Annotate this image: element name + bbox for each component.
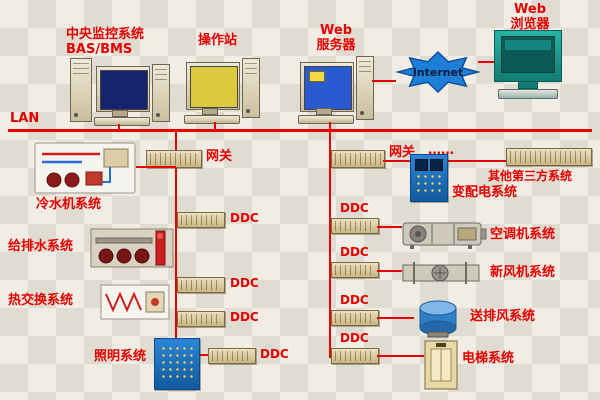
ddc-label: DDC <box>260 347 289 361</box>
fresh-air-system-label: 新风机系统 <box>490 265 556 280</box>
operator-monitor-icon <box>186 62 240 110</box>
fresh-air-graphic <box>402 262 480 284</box>
ddc-label: DDC <box>230 310 259 324</box>
drop-operator-to-lan <box>214 122 216 130</box>
browser-screen-highlight <box>505 40 551 50</box>
central-tower2-icon <box>152 64 170 122</box>
operator-station-label: 操作站 <box>198 33 238 48</box>
water-system-label: 给排水系统 <box>8 239 74 254</box>
ddc-label: DDC <box>230 211 259 225</box>
central-system-label: 中央监控系统 BAS/BMS <box>66 27 145 58</box>
heat-exchange-graphic <box>100 284 170 320</box>
drop-webserver-to-lan <box>329 122 331 130</box>
ddc-box <box>331 262 379 278</box>
ahu-graphic <box>402 222 487 249</box>
stub-gateway-to-power <box>383 160 410 162</box>
stub-ddc-to-exhaust <box>377 317 414 319</box>
ddc-box <box>177 212 225 228</box>
central-tower-icon <box>70 58 92 122</box>
ddc-box <box>177 277 225 293</box>
elevator-graphic <box>424 340 458 390</box>
third-party-interface-box <box>506 148 592 166</box>
third-party-label: 其他第三方系统 <box>488 169 573 183</box>
lighting-system-label: 照明系统 <box>94 349 147 364</box>
heat-exchange-label: 热交换系统 <box>8 293 74 308</box>
connector-webserver-internet <box>372 80 396 82</box>
web-server-tower-icon <box>356 56 374 120</box>
power-system-label: 变配电系统 <box>452 185 518 200</box>
browser-monitor-icon <box>494 30 562 82</box>
web-server-monitor-icon <box>300 62 354 112</box>
web-server-label: Web 服务器 <box>308 23 364 54</box>
web-server-screen-window <box>309 71 325 82</box>
central-system-label-line1: 中央监控系统 <box>66 27 145 42</box>
connector-internet-browser <box>478 61 496 63</box>
ddc-box <box>331 310 379 326</box>
ddc-box <box>208 348 256 364</box>
web-browser-label-line1: Web <box>514 2 546 17</box>
web-server-keyboard-icon <box>298 115 354 124</box>
gateway-left-box <box>146 150 202 168</box>
operator-keyboard-icon <box>184 115 240 124</box>
ddc-box <box>177 311 225 327</box>
power-cabinet-screen <box>415 159 428 171</box>
lan-bus-line <box>8 129 592 132</box>
central-monitor-icon <box>96 66 150 112</box>
power-cabinet-graphic <box>410 154 448 202</box>
lan-label: LAN <box>10 111 40 126</box>
web-server-monitor-stand <box>316 108 332 115</box>
ddc-label: DDC <box>340 201 369 215</box>
gateway-right-box <box>331 150 385 168</box>
water-system-graphic <box>90 228 174 268</box>
stub-ddc-to-ahu <box>377 226 402 228</box>
stub-chiller-to-bus <box>136 166 176 168</box>
ddc-box <box>331 348 379 364</box>
central-system-label-line2: BAS/BMS <box>66 41 133 57</box>
internet-label: Internet <box>413 66 464 79</box>
operator-monitor-stand <box>202 108 218 115</box>
exhaust-fan-graphic <box>419 300 457 338</box>
browser-screen <box>501 36 555 73</box>
lighting-cabinet-graphic <box>154 338 200 390</box>
ddc-label: DDC <box>340 293 369 307</box>
power-cabinet-screen <box>430 159 443 171</box>
browser-keyboard-icon <box>498 89 558 99</box>
ahu-system-label: 空调机系统 <box>490 227 556 242</box>
operator-tower-icon <box>242 58 260 118</box>
drop-central-to-lan <box>118 124 120 130</box>
chiller-system-label: 冷水机系统 <box>36 197 102 212</box>
gateway-right-label: 网关 <box>389 145 416 160</box>
exhaust-system-label: 送排风系统 <box>470 309 536 324</box>
ddc-label: DDC <box>230 276 259 290</box>
stub-lighting-to-ddc <box>198 354 208 356</box>
gateway-left-label: 网关 <box>206 149 233 164</box>
stub-power-to-thirdparty <box>446 160 508 162</box>
chiller-graphic <box>34 142 136 194</box>
central-monitor-stand <box>112 110 128 117</box>
stub-ddc-to-elevator <box>377 355 424 357</box>
internet-cloud-icon: Internet <box>395 50 481 94</box>
central-keyboard-icon <box>94 117 150 126</box>
ddc-label: DDC <box>340 245 369 259</box>
left-field-bus <box>175 130 177 340</box>
stub-ddc-to-freshair <box>377 270 402 272</box>
right-field-bus <box>329 130 331 358</box>
browser-monitor-stand <box>518 81 538 89</box>
web-server-label-line1: Web <box>320 23 352 38</box>
ddc-box <box>331 218 379 234</box>
lighting-cabinet-lights <box>160 345 194 381</box>
elevator-system-label: 电梯系统 <box>462 351 515 366</box>
power-cabinet-lights <box>415 173 443 195</box>
web-server-label-line2: 服务器 <box>316 37 356 53</box>
web-browser-label-line2: 浏览器 <box>510 16 550 32</box>
ddc-label: DDC <box>340 331 369 345</box>
web-browser-label: Web 浏览器 <box>500 2 560 33</box>
